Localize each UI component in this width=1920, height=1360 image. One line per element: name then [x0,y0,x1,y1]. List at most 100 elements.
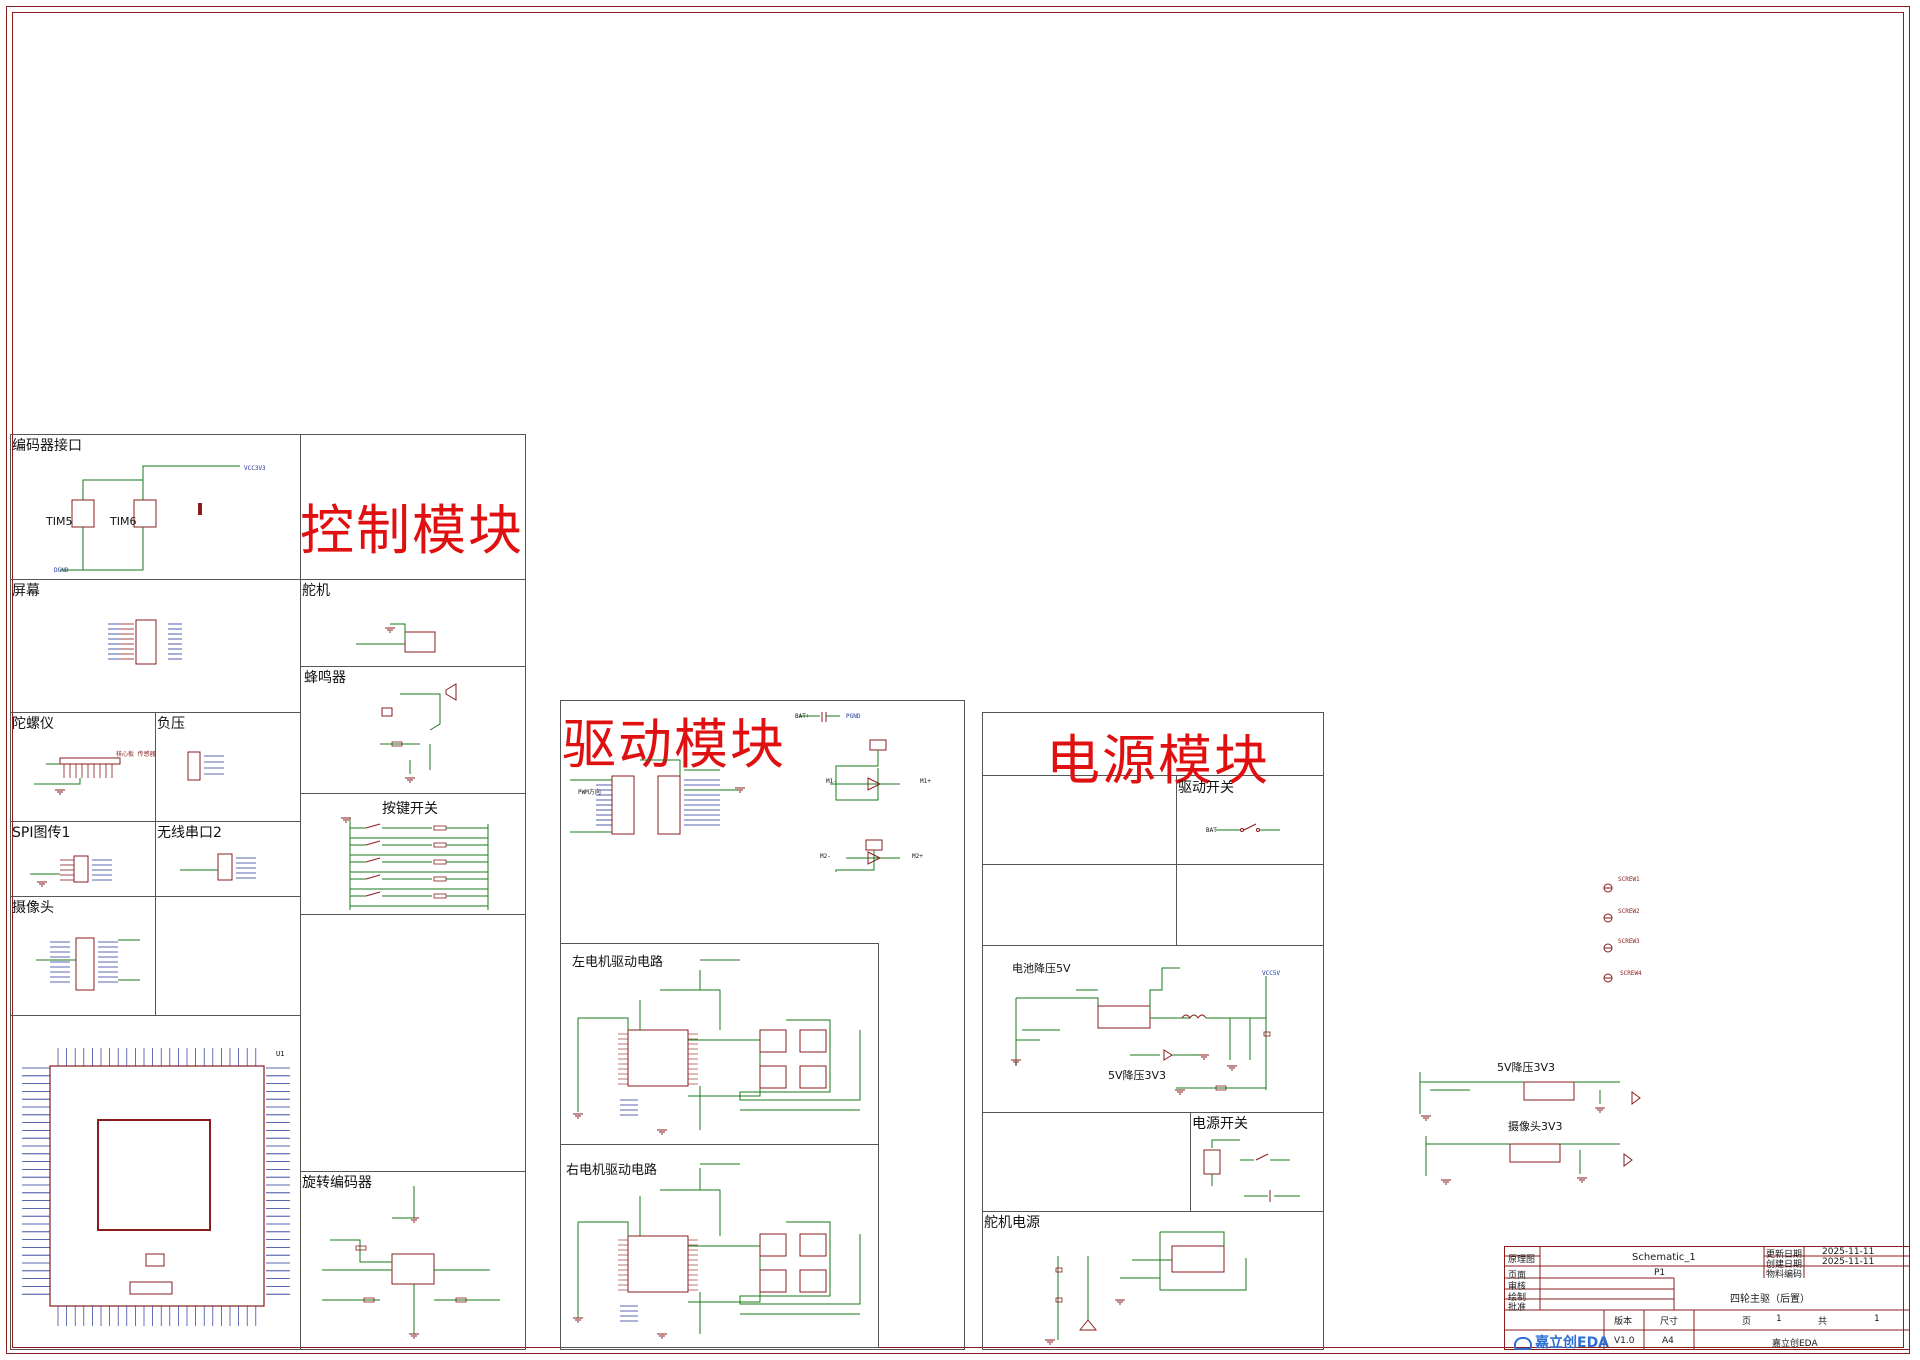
ground-symbol [385,627,395,633]
ground-symbol [1011,1059,1021,1065]
component-outline [799,1233,827,1257]
wire [349,896,488,907]
page-value: P1 [1654,1268,1666,1278]
camera-3v3-title: 摄像头3V3 [1508,1120,1563,1133]
wire [330,1239,392,1263]
resistor-symbol [1055,1267,1063,1273]
component-outline [865,839,883,851]
screen-title: 屏幕 [12,583,40,599]
component-outline [759,1065,787,1089]
wire [739,1019,861,1101]
approve-label: 批准 [1508,1303,1527,1313]
led-symbol [1163,1049,1173,1061]
ground-symbol [1227,1065,1237,1071]
ground-symbol [1421,1115,1431,1121]
ground-symbol [405,777,415,783]
resistor-symbol [433,825,447,831]
rotary-encoder-title: 旋转编码器 [302,1175,372,1191]
component-outline [611,775,635,835]
battery-buck-title: 电池降压5V [1012,962,1071,975]
component-outline [404,631,436,653]
component-outline [799,1269,827,1293]
total-word: 共 [1818,1317,1828,1327]
inductor-symbol [1181,1014,1207,1019]
negative-voltage-title: 负压 [157,716,185,732]
component-outline [187,751,201,781]
u1-label: U1 [276,1050,285,1058]
wire [400,693,441,731]
wire [739,1221,861,1305]
key-switch-title: 按键开关 [382,801,438,817]
version-label: 版本 [1614,1317,1633,1327]
page-word: 页 [1742,1317,1752,1327]
diode-symbol [867,851,882,865]
screw4-label: SCREW4 [1620,970,1642,977]
vcc5v-label: VCC5V [1262,970,1281,977]
switch-symbol [365,874,381,880]
page-num: 1 [1776,1314,1782,1324]
resistor-symbol [455,1297,467,1303]
resistor-symbol [355,1245,367,1251]
m2n-label: M2- [820,853,831,860]
component-outline [381,707,393,717]
wireless-uart-title: 无线串口2 [157,825,222,841]
wire [82,479,144,500]
drive-switch-title: 驱动开关 [1178,780,1234,796]
ground-symbol [1175,1089,1185,1095]
mcu-core-outline [97,1119,211,1231]
component-outline [627,1235,689,1293]
wire [1211,1139,1240,1148]
create-date-label: 创建日期 [1766,1260,1803,1270]
m1p-label: M1+ [920,778,931,785]
switch-symbol [365,823,381,829]
component-outline [1523,1081,1575,1101]
update-date-label: 更新日期 [1766,1250,1803,1260]
screw3-label: SCREW3 [1618,938,1640,945]
resistor-symbol [433,842,447,848]
resistor-symbol [391,741,403,747]
wire [82,527,144,571]
component-outline [799,1065,827,1089]
right-motor-title: 右电机驱动电路 [566,1163,658,1178]
power-module-title: 电源模块 [1046,729,1270,792]
component-outline [657,775,681,835]
switch-blade [1243,823,1257,831]
size-value: A4 [1662,1336,1674,1346]
component-outline [1509,1143,1561,1163]
component-outline [759,1269,787,1293]
screw1-label: SCREW1 [1618,876,1640,883]
ground-symbol [735,787,745,793]
component-outline [59,757,121,765]
servo-power-box [982,1211,1324,1350]
wire [578,1221,629,1236]
resistor-symbol [1263,1031,1271,1037]
component-outline [627,1029,689,1087]
component-outline [759,1029,787,1053]
update-date-value: 2025-11-11 [1822,1247,1875,1257]
m2p-label: M2+ [912,853,923,860]
camera-title: 摄像头 [12,900,54,916]
ground-symbol [37,881,47,887]
pgnd-label: PGND [846,713,861,720]
right-motor-box [560,1144,879,1348]
ground-symbol [409,1333,419,1339]
wire [660,989,721,1030]
resistor-symbol [1055,1297,1063,1303]
left-motor-title: 左电机驱动电路 [572,955,664,970]
wire [349,879,488,890]
spi-image-title: SPI图传1 [12,825,71,841]
component-outline [869,739,887,751]
total-num: 1 [1874,1314,1880,1324]
bat-minus-label: BAT- [1206,827,1221,834]
connector-mark [198,503,202,515]
component-outline [217,853,233,881]
wire [578,1017,629,1030]
cloud-icon [1514,1336,1532,1350]
gyro-note: 核心板 传感器 [116,751,156,758]
size-label: 尺寸 [1660,1317,1679,1327]
debug-header [129,1281,173,1295]
component-outline [135,619,157,665]
wire [34,778,81,785]
